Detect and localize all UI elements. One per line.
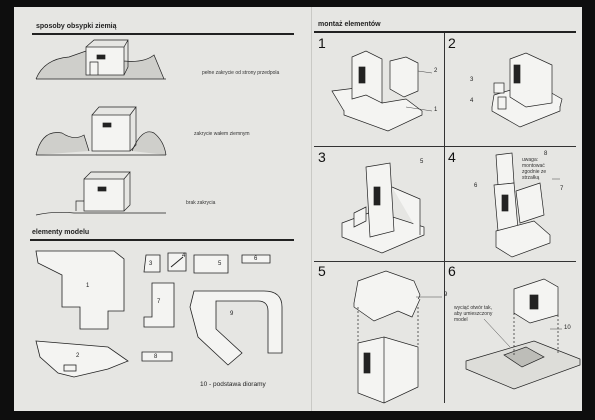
method-no-cover-drawing	[35, 171, 166, 216]
step-number-3: 3	[318, 149, 326, 165]
instruction-sheet: sposoby obsypki ziemią pełne z	[14, 7, 582, 411]
part-label-8: 8	[154, 354, 158, 360]
step-2-drawing	[491, 52, 563, 128]
step-2-label-part-4: 4	[470, 98, 474, 104]
step-1-label-part-1: 1	[434, 107, 438, 113]
step-number-1: 1	[318, 35, 326, 51]
part-label-3: 3	[149, 261, 153, 267]
part-label-1: 1	[86, 283, 90, 289]
part-label-6: 6	[254, 256, 258, 262]
step-4-label-part-7: 7	[560, 186, 564, 192]
part-5-outline	[193, 254, 229, 274]
step-1-label-part-2: 2	[434, 68, 438, 74]
section-rule	[30, 239, 294, 241]
step-5-drawing	[353, 270, 421, 404]
step-1-drawing	[331, 50, 423, 132]
model-parts-drawings	[35, 250, 283, 378]
part-label-5: 5	[218, 261, 222, 267]
section-rule	[32, 33, 294, 35]
assembly-steps-drawings	[331, 50, 581, 404]
step-6-note: wyciąć otwór tak, aby umieszczony model	[454, 305, 493, 323]
step-3-drawing	[341, 162, 425, 254]
step-number-2: 2	[448, 35, 456, 51]
section-rule	[314, 31, 576, 33]
part-label-2: 2	[76, 353, 80, 359]
step-6-drawing	[465, 278, 581, 390]
part-8-outline	[141, 351, 173, 362]
part-1-outline	[35, 250, 125, 330]
step-3-label-part-5: 5	[420, 159, 424, 165]
step-number-4: 4	[448, 149, 456, 165]
step-number-6: 6	[448, 263, 456, 279]
section-title-assembly: montaż elementów	[318, 21, 381, 28]
burial-methods-drawings	[35, 39, 167, 216]
step-4-drawing	[493, 152, 551, 258]
step-grid-divider	[444, 33, 445, 403]
step-4-label-part-6: 6	[474, 183, 478, 189]
step-number-5: 5	[318, 263, 326, 279]
part-9-outline	[189, 290, 283, 366]
method-earth-rampart-drawing	[35, 106, 167, 156]
part-6-outline	[241, 254, 271, 264]
part-label-7: 7	[157, 299, 161, 305]
part-label-4: 4	[182, 253, 186, 259]
step-grid-divider	[314, 146, 576, 147]
section-title-burial-methods: sposoby obsypki ziemią	[36, 23, 117, 30]
method-caption-full-cover: pełne zakrycie od strony przedpola	[202, 70, 280, 76]
step-6-label-part-10: 10	[564, 325, 571, 331]
page-fold	[311, 7, 312, 411]
part-3-outline	[143, 254, 161, 273]
part-2-outline	[35, 340, 129, 378]
step-2-label-part-3: 3	[470, 77, 474, 83]
base-caption: 10 - podstawa dioramy	[200, 381, 266, 388]
method-caption-no-cover: brak zakrycia	[186, 200, 216, 206]
step-5-label-part-9: 9	[444, 292, 448, 298]
method-caption-earth-rampart: zakrycie wałem ziemnym	[194, 131, 250, 137]
section-title-model-elements: elementy modelu	[32, 229, 90, 236]
step-4-note: uwaga: montować zgodnie ze strzałką	[522, 157, 547, 181]
part-7-outline	[143, 282, 175, 328]
part-label-9: 9	[230, 311, 234, 317]
part-2-notch	[63, 364, 77, 372]
method-full-cover-drawing	[35, 39, 166, 80]
step-4-label-part-8: 8	[544, 151, 548, 157]
step-grid-divider	[314, 261, 576, 262]
